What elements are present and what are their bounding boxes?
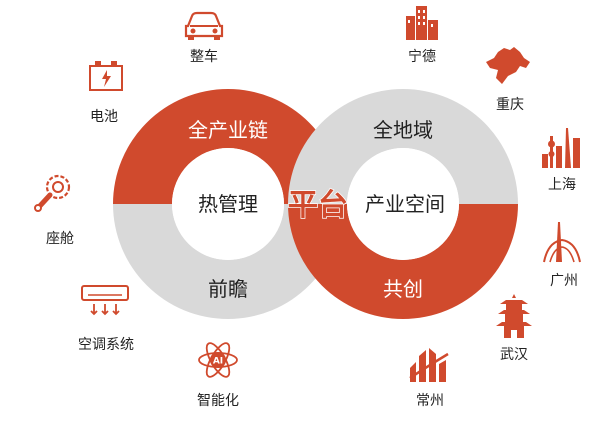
platform-title: 平台 xyxy=(288,188,348,223)
car-icon xyxy=(182,6,226,46)
right-bottom-arc-label: 共创 xyxy=(383,277,423,301)
left-item-label: 电池 xyxy=(90,109,118,125)
left-ring-hole xyxy=(172,148,284,260)
right-ring-top-arc xyxy=(288,89,518,204)
right-ring-hole xyxy=(347,148,459,260)
shanghai-skyline-icon xyxy=(540,124,584,174)
guangzhou-tower-icon xyxy=(540,220,584,268)
cockpit-gear-icon xyxy=(30,170,76,220)
right-item-label: 重庆 xyxy=(496,97,524,113)
air-conditioner-icon xyxy=(80,282,130,322)
battery-icon xyxy=(86,56,126,98)
left-ring-top-arc xyxy=(113,89,343,204)
right-item-label: 宁德 xyxy=(408,49,436,65)
right-item-label: 武汉 xyxy=(500,347,528,363)
left-item-label: 整车 xyxy=(190,49,218,65)
right-ring-bottom-arc xyxy=(288,204,518,319)
svg-text:AI: AI xyxy=(213,357,223,367)
left-top-arc-label: 全产业链 xyxy=(188,118,268,142)
right-inner-label: 产业空间 xyxy=(365,192,445,216)
left-ring-bottom-arc xyxy=(113,204,343,319)
left-inner-label: 热管理 xyxy=(198,192,258,216)
right-item-label: 常州 xyxy=(416,393,444,409)
left-bottom-arc-label: 前瞻 xyxy=(208,277,248,301)
right-item-label: 广州 xyxy=(550,273,578,289)
city-buildings-icon xyxy=(402,4,442,46)
ai-atom-icon: AI xyxy=(196,338,240,386)
left-item-label: 空调系统 xyxy=(78,337,134,353)
chongqing-map-icon xyxy=(484,44,532,92)
right-top-arc-label: 全地域 xyxy=(373,118,433,142)
right-item-label: 上海 xyxy=(548,177,576,193)
changzhou-landmark-icon xyxy=(406,344,450,388)
left-item-label: 座舱 xyxy=(46,231,74,247)
pagoda-icon xyxy=(494,292,534,344)
left-item-label: 智能化 xyxy=(197,393,239,409)
